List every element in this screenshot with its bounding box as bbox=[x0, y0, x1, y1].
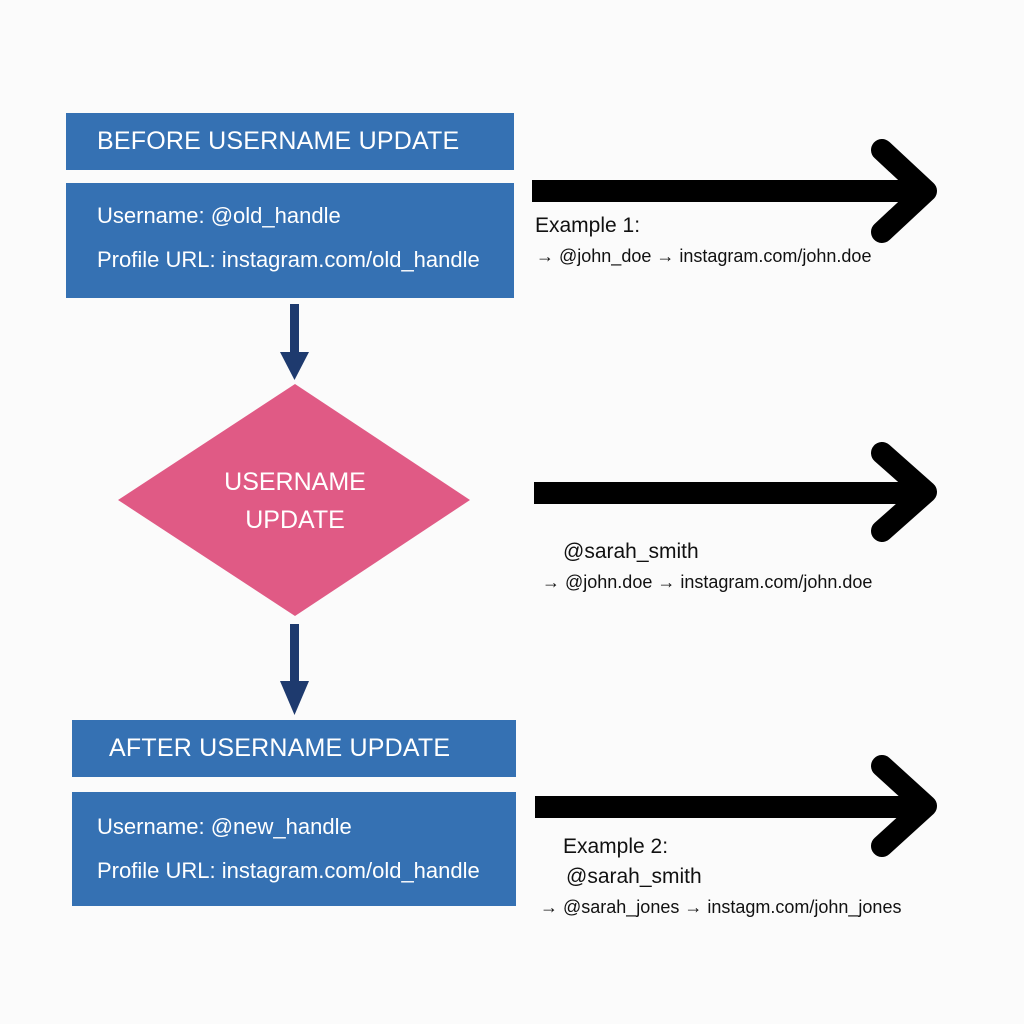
after-username-line: Username: @new_handle bbox=[97, 814, 352, 839]
middle-example-chain: → @john.doe → instagram.com/john.doe bbox=[542, 572, 873, 592]
after-update-title: AFTER USERNAME UPDATE bbox=[109, 734, 451, 762]
decision-diamond bbox=[118, 384, 470, 616]
example-1-label: Example 1: bbox=[535, 214, 641, 237]
before-url-line: Profile URL: instagram.com/old_handle bbox=[97, 247, 480, 272]
before-username-line: Username: @old_handle bbox=[97, 203, 341, 228]
middle-example-handle: @sarah_smith bbox=[563, 540, 699, 563]
example-2-handle: @sarah_smith bbox=[566, 865, 702, 888]
decision-label: USERNAME UPDATE bbox=[170, 463, 420, 539]
after-update-header: AFTER USERNAME UPDATE bbox=[72, 720, 516, 777]
arrow-right-icon bbox=[532, 139, 937, 243]
arrow-down-icon bbox=[280, 624, 309, 715]
example-2-label: Example 2: bbox=[563, 835, 669, 858]
after-url-line: Profile URL: instagram.com/old_handle bbox=[97, 858, 480, 883]
after-update-details: Username: @new_handle Profile URL: insta… bbox=[72, 792, 516, 906]
arrow-right-icon bbox=[534, 442, 937, 542]
before-update-header: BEFORE USERNAME UPDATE bbox=[66, 113, 514, 170]
before-update-title: BEFORE USERNAME UPDATE bbox=[97, 127, 460, 155]
arrow-right-icon bbox=[535, 755, 937, 857]
decision-label-line2: UPDATE bbox=[245, 506, 345, 534]
before-update-details: Username: @old_handle Profile URL: insta… bbox=[66, 183, 514, 298]
decision-label-line1: USERNAME bbox=[224, 468, 366, 496]
example-1-chain: → @john_doe → instagram.com/john.doe bbox=[536, 246, 872, 266]
arrow-down-icon bbox=[280, 304, 309, 380]
example-2-chain: → @sarah_jones → instagm.com/john_jones bbox=[540, 897, 902, 917]
